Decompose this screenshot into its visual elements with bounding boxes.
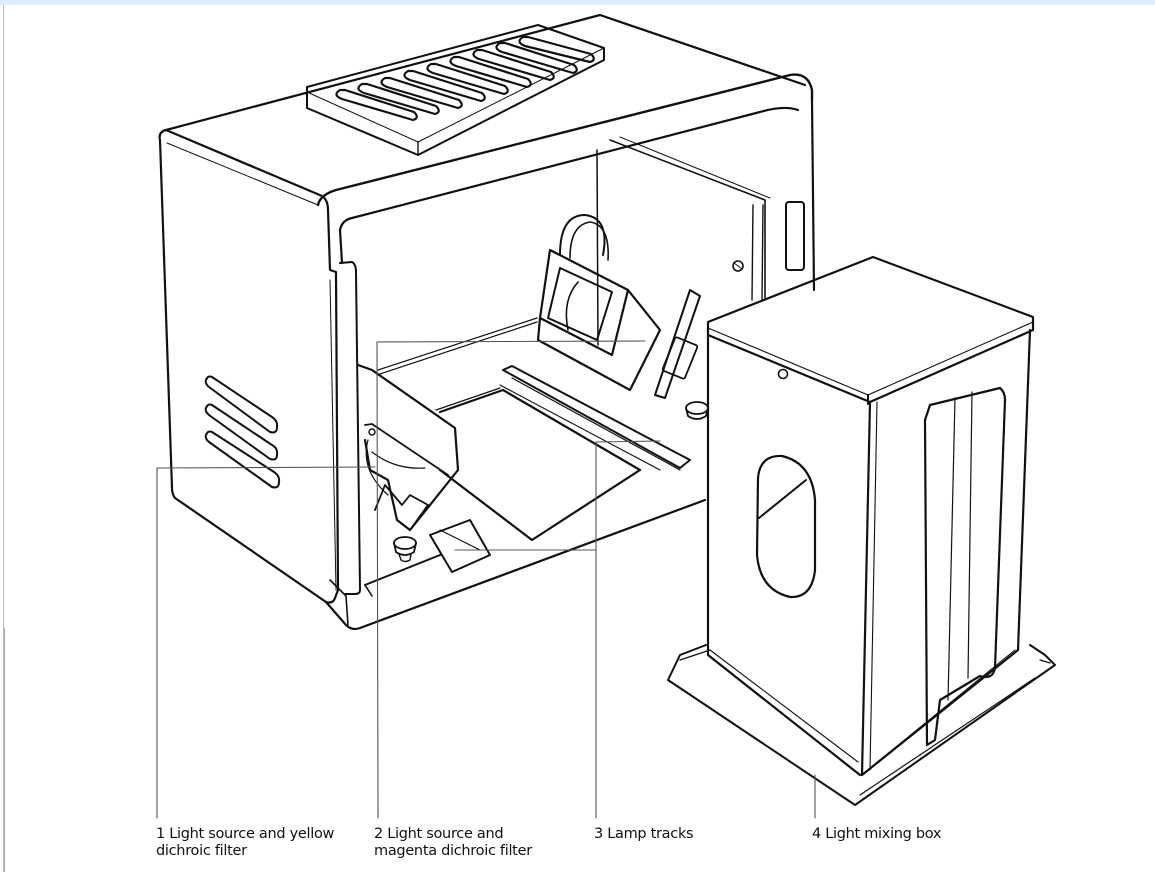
grille-slots [335,35,595,122]
left-border [3,5,4,872]
housing-top-back-edge [164,13,807,132]
mixing-box-base-plate [667,644,1056,806]
mixing-box-handle [923,386,1007,747]
rear-screw [732,260,744,272]
mixing-box-screw [777,368,789,380]
interior [364,136,805,597]
callout-1-line-2: dichroic filter [156,843,247,859]
callout-2-line-1: 2 Light source and [374,826,504,842]
callout-3-line-1: 3 Lamp tracks [594,826,694,842]
leader-line-3 [454,440,661,819]
interior-floor [377,317,538,371]
housing-front-post-inner [329,279,337,591]
callout-3: 3 Lamp tracks [594,826,694,843]
rear-handle [785,201,805,271]
callout-2-line-2: magenta dichroic filter [374,843,532,859]
thumb-screw-1 [393,536,417,550]
thumb-screw-2 [685,401,709,415]
top-band [0,0,1155,5]
lamp-2-window [547,267,613,341]
left-border-scan-edge [4,628,5,872]
housing [158,13,816,631]
side-vents [204,375,281,489]
housing-front-frame-top [316,73,814,207]
housing-front-post [339,261,361,595]
callout-4-line-1: 4 Light mixing box [812,826,942,842]
housing-frame-inner-top [338,106,800,265]
lamp-track [502,365,691,469]
callout-1-line-1: 1 Light source and yellow [156,826,335,842]
mixing-box-right-face [860,328,1032,777]
housing-right-edge [810,98,816,292]
housing-bottom-edge [324,498,707,631]
lamp-assembly-1 [356,363,460,563]
leader-line-1 [156,466,376,819]
floor-tray [438,388,642,542]
mixing-box-left-face [706,333,862,777]
callout-2: 2 Light source and magenta dichroic filt… [374,826,532,860]
mixing-box-top [706,255,1035,404]
callout-1: 1 Light source and yellow dichroic filte… [156,826,334,860]
housing-left-panel-inner-edge [166,142,319,206]
callout-4: 4 Light mixing box [812,826,942,843]
mixing-box-oval-window [755,454,817,599]
leader-lines [156,340,816,819]
light-mixing-box [667,255,1056,806]
leader-line-2 [376,340,646,819]
top-grille [306,24,605,156]
housing-left-panel [158,128,340,604]
housing-bottom-lip [329,579,349,626]
lamp-assembly-2 [536,214,709,420]
